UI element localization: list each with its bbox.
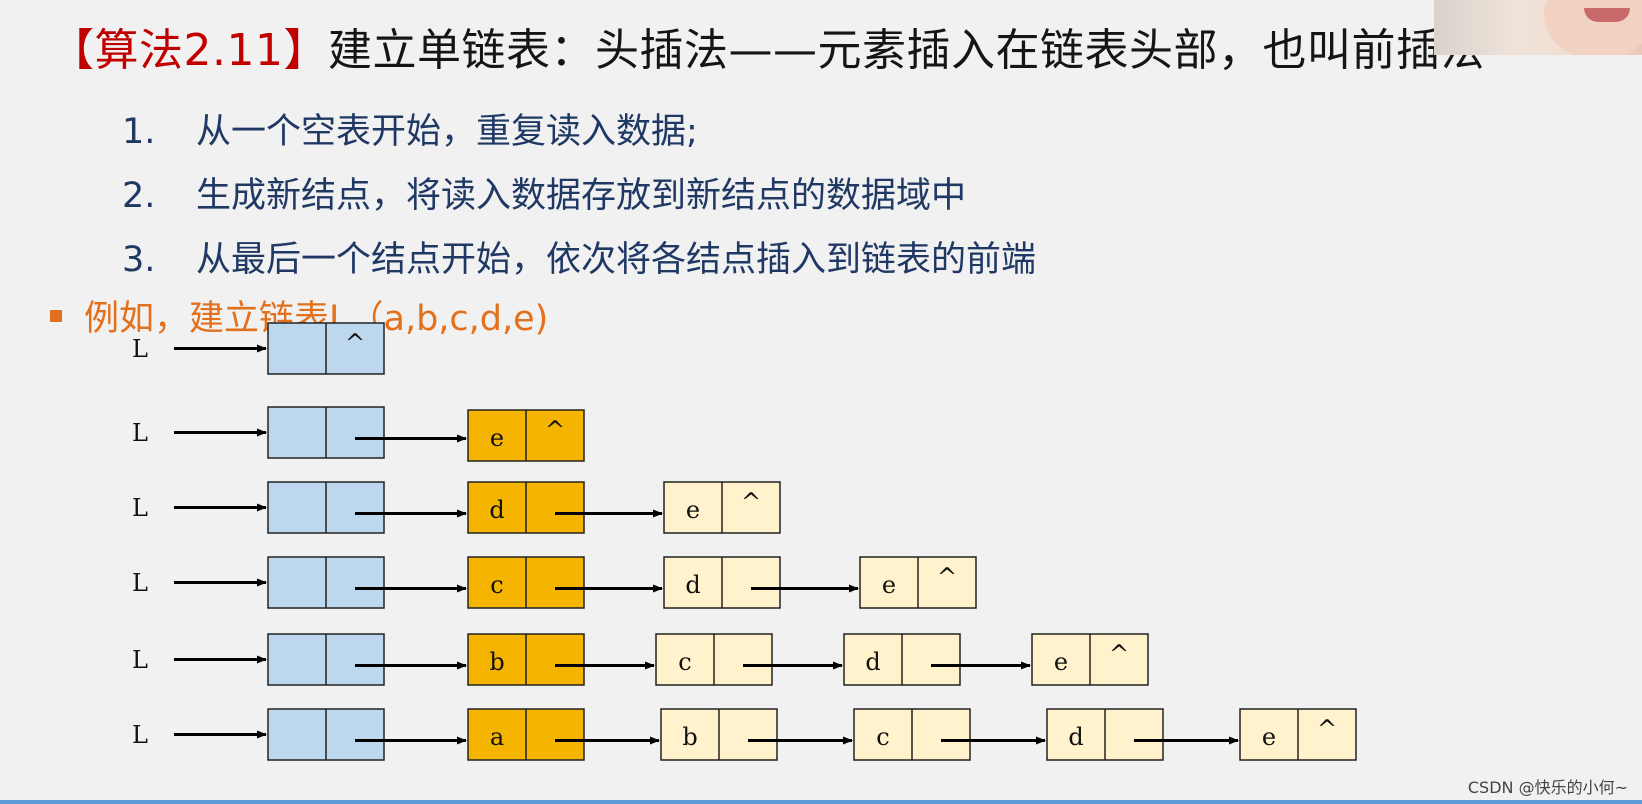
list-node: e^ — [1240, 709, 1356, 760]
list-head-label: L — [132, 494, 148, 522]
list-head-label: L — [132, 419, 148, 447]
list-node: c — [656, 634, 772, 685]
presenter-webcam — [1434, 0, 1642, 55]
head-node — [268, 557, 384, 608]
list-node: d — [664, 557, 780, 608]
list-node: b — [661, 709, 777, 760]
node-data-label: d — [865, 648, 880, 676]
list-head-label: L — [132, 569, 148, 597]
null-pointer-symbol: ^ — [937, 563, 957, 591]
head-node — [268, 634, 384, 685]
head-node: ^ — [268, 323, 384, 374]
node-data-label: c — [876, 723, 889, 751]
list-head-label: L — [132, 335, 148, 363]
list-node: e^ — [664, 482, 780, 533]
list-row: L^ — [132, 323, 384, 374]
new-node: d — [468, 482, 584, 533]
new-node: c — [468, 557, 584, 608]
watermark: CSDN @快乐的小何~ — [1468, 774, 1628, 798]
list-node: e^ — [1032, 634, 1148, 685]
node-data-label: b — [682, 723, 697, 751]
node-data-label: d — [489, 496, 504, 524]
node-data-label: c — [678, 648, 691, 676]
new-node: a — [468, 709, 584, 760]
node-data-label: d — [1068, 723, 1083, 751]
null-pointer-symbol: ^ — [345, 329, 365, 357]
node-data-label: a — [490, 723, 504, 751]
bottom-bar — [0, 800, 1642, 804]
list-node: e^ — [860, 557, 976, 608]
list-node: c — [854, 709, 970, 760]
list-node: d — [1047, 709, 1163, 760]
node-data-label: e — [1262, 723, 1276, 751]
node-data-label: e — [686, 496, 700, 524]
node-data-label: e — [882, 571, 896, 599]
null-pointer-symbol: ^ — [741, 488, 761, 516]
new-node: b — [468, 634, 584, 685]
node-data-label: e — [1054, 648, 1068, 676]
node-data-label: d — [685, 571, 700, 599]
presenter-mouth — [1584, 8, 1630, 22]
null-pointer-symbol: ^ — [1109, 640, 1129, 668]
list-head-label: L — [132, 721, 148, 749]
list-head-label: L — [132, 646, 148, 674]
node-data-label: c — [490, 571, 503, 599]
node-data-label: b — [489, 648, 504, 676]
head-node — [268, 407, 384, 458]
new-node: e^ — [468, 410, 584, 461]
head-node — [268, 709, 384, 760]
node-data-label: e — [490, 424, 504, 452]
head-node — [268, 482, 384, 533]
list-node: d — [844, 634, 960, 685]
null-pointer-symbol: ^ — [1317, 715, 1337, 743]
null-pointer-symbol: ^ — [545, 416, 565, 444]
